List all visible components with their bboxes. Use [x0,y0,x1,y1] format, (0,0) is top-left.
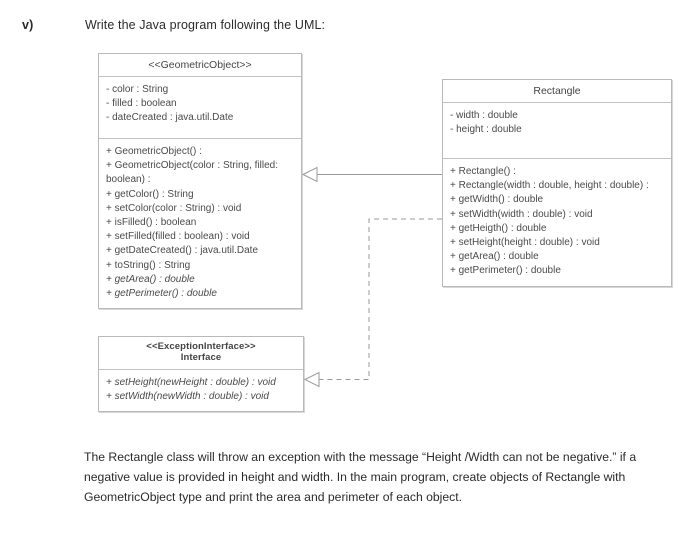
method-row: + getWidth() : double [450,194,544,206]
method-row-abstract: + getArea() : double [106,273,195,285]
attribute-row: - height : double [450,124,522,136]
interface-header-exceptioninterface: <<ExceptionInterface>> Interface [99,337,303,370]
question-number-label: v) [22,18,34,32]
question-heading-text: Write the Java program following the UML… [85,18,326,32]
class-name-geometricobject: <<GeometricObject>> [99,54,301,78]
method-row: + isFilled() : boolean [106,217,197,228]
method-row: + getHeigth() : double [450,222,547,234]
attribute-row: - filled : boolean [106,98,177,110]
methods-compartment-rectangle: + Rectangle() : + Rectangle(width : doub… [443,158,671,286]
method-row: + setWidth(width : double) : void [450,208,593,220]
realization-line [318,218,442,380]
attributes-compartment-geometricobject: - color : String - filled : boolean - da… [99,77,301,138]
method-row: + setHeight(height : double) : void [450,237,600,248]
realization-arrowhead-icon [303,371,320,388]
inheritance-connector [301,166,442,183]
method-row: + setFilled(filled : boolean) : void [106,231,250,243]
methods-compartment-geometricobject: + GeometricObject() : + GeometricObject(… [99,138,301,308]
attribute-row: - width : double [450,110,518,122]
method-row: + GeometricObject(color : String, filled… [106,160,279,186]
method-row: + setColor(color : String) : void [106,202,242,214]
realization-connector [303,218,442,388]
attribute-row: - color : String [106,84,169,96]
question-description-paragraph: The Rectangle class will throw an except… [84,450,637,504]
methods-compartment-exceptioninterface: + setHeight(newHeight : double) : void +… [99,370,303,411]
method-row: + Rectangle() : [450,166,516,178]
method-row: + setHeight(newHeight : double) : void [106,376,276,388]
interface-name-exceptioninterface: <<ExceptionInterface>> [146,341,256,352]
uml-class-geometricobject[interactable]: <<GeometricObject>> - color : String - f… [98,53,302,310]
method-row: + GeometricObject() : [106,146,202,158]
method-row-abstract: + getPerimeter() : double [106,287,217,299]
uml-class-rectangle[interactable]: Rectangle - width : double - height : do… [442,79,672,287]
attribute-row: - dateCreated : java.util.Date [106,112,234,124]
method-row: + getPerimeter() : double [450,265,561,277]
method-row: + toString() : String [106,259,191,271]
inheritance-arrowhead-icon [301,166,318,183]
method-row: + getColor() : String [106,188,194,200]
method-row: + getDateCreated() : java.util.Date [106,245,259,257]
class-name-rectangle: Rectangle [443,80,671,104]
attributes-compartment-rectangle: - width : double - height : double [443,103,671,158]
uml-interface-exceptioninterface[interactable]: <<ExceptionInterface>> Interface + setHe… [98,336,304,413]
method-row: + setWidth(newWidth : double) : void [106,391,269,403]
method-row: + getArea() : double [450,251,539,263]
interface-stereotype-label: Interface [180,351,222,363]
method-row: + Rectangle(width : double, height : dou… [450,180,649,192]
